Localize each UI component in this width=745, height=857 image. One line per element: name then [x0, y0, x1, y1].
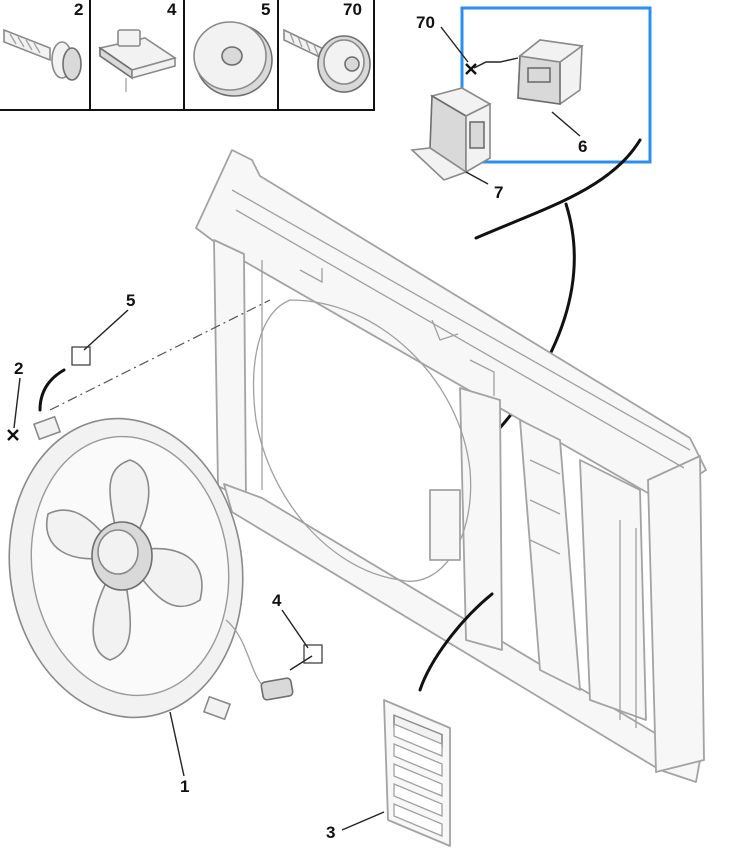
strip-label-4: 4 — [167, 0, 177, 19]
callout-1: 1 — [180, 777, 189, 796]
zoom-curve-top — [474, 138, 642, 240]
callout-4: 4 — [272, 591, 282, 610]
star-mark-icon — [7, 429, 19, 441]
callout-70: 70 — [416, 13, 435, 32]
callout-7: 7 — [494, 183, 503, 202]
callout-5: 5 — [126, 291, 135, 310]
connector-part-6 — [517, 39, 585, 105]
star-fastener-icon — [465, 63, 477, 75]
callout-6: 6 — [578, 137, 587, 156]
fastener-strip: 2 4 5 70 — [0, 0, 375, 111]
tag-square-5 — [71, 346, 91, 366]
washer-icon — [193, 21, 273, 97]
strip-label-70: 70 — [343, 0, 362, 19]
shutter-grille — [383, 699, 451, 847]
highlight-box — [460, 6, 652, 164]
alignment-line — [49, 299, 271, 411]
curve-near-2 — [38, 368, 66, 412]
strip-label-5: 5 — [261, 0, 270, 19]
strip-label-2: 2 — [74, 0, 83, 19]
screw-icon — [283, 28, 371, 93]
radiator-frame — [195, 149, 707, 783]
callout-2: 2 — [14, 359, 23, 378]
callout-3: 3 — [326, 823, 335, 842]
fan-assembly — [8, 415, 294, 721]
bolt-icon — [3, 28, 82, 81]
bracket-part-7 — [410, 87, 492, 181]
clip-icon — [98, 29, 177, 92]
tag-square-4 — [303, 644, 323, 664]
zoom-curve-bottom — [418, 592, 494, 692]
